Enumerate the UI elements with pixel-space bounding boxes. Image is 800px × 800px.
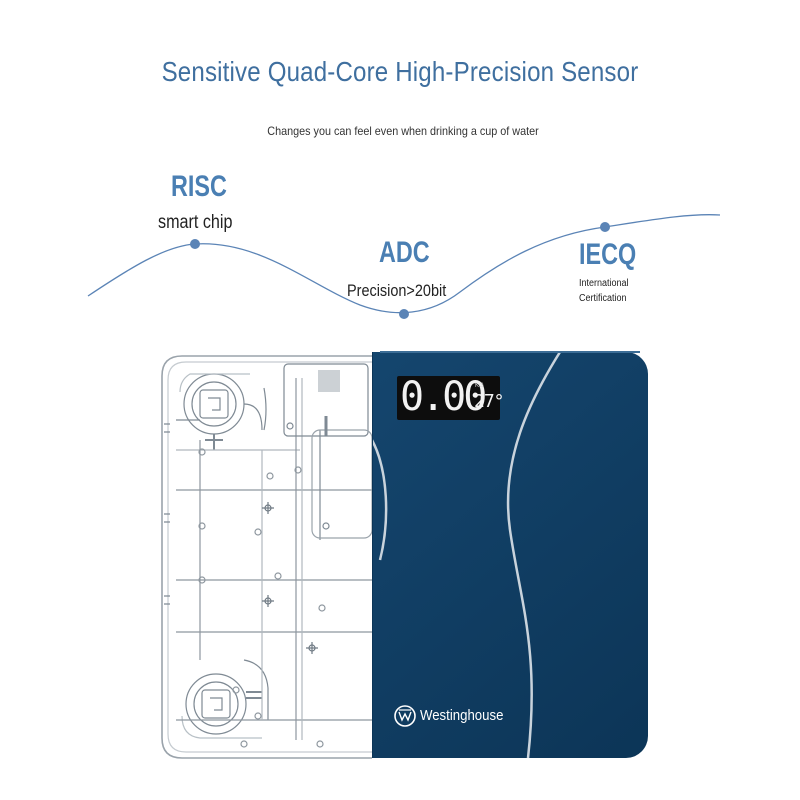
lcd-display (397, 376, 500, 420)
page-subtitle: Changes you can feel even when drinking … (267, 124, 539, 138)
wave-line (87, 214, 721, 319)
temperature-readout: 27° (474, 391, 504, 412)
weight-unit: KG (475, 383, 484, 389)
iecq-marker-icon (600, 222, 610, 232)
feature-iecq-line2: Certification (579, 293, 627, 304)
feature-iecq-subtitle: International Certification (579, 276, 629, 306)
feature-iecq-line1: International (579, 278, 629, 289)
feature-adc-subtitle: Precision>20bit (347, 281, 447, 300)
scale-illustration (161, 351, 648, 759)
feature-adc-title: ADC (379, 236, 430, 269)
weight-readout: 0.00 (400, 374, 487, 420)
scale-glass-top (372, 351, 648, 759)
westinghouse-logo-icon (394, 705, 416, 727)
risc-marker-icon (190, 239, 200, 249)
brand-name: Westinghouse (420, 707, 504, 724)
feature-risc-subtitle: smart chip (158, 212, 233, 233)
scale-internal-diagram (161, 355, 373, 759)
feature-iecq-title: IECQ (579, 238, 637, 271)
page-title: Sensitive Quad-Core High-Precision Senso… (161, 56, 639, 87)
adc-marker-icon (399, 309, 409, 319)
feature-risc-title: RISC (171, 170, 227, 203)
